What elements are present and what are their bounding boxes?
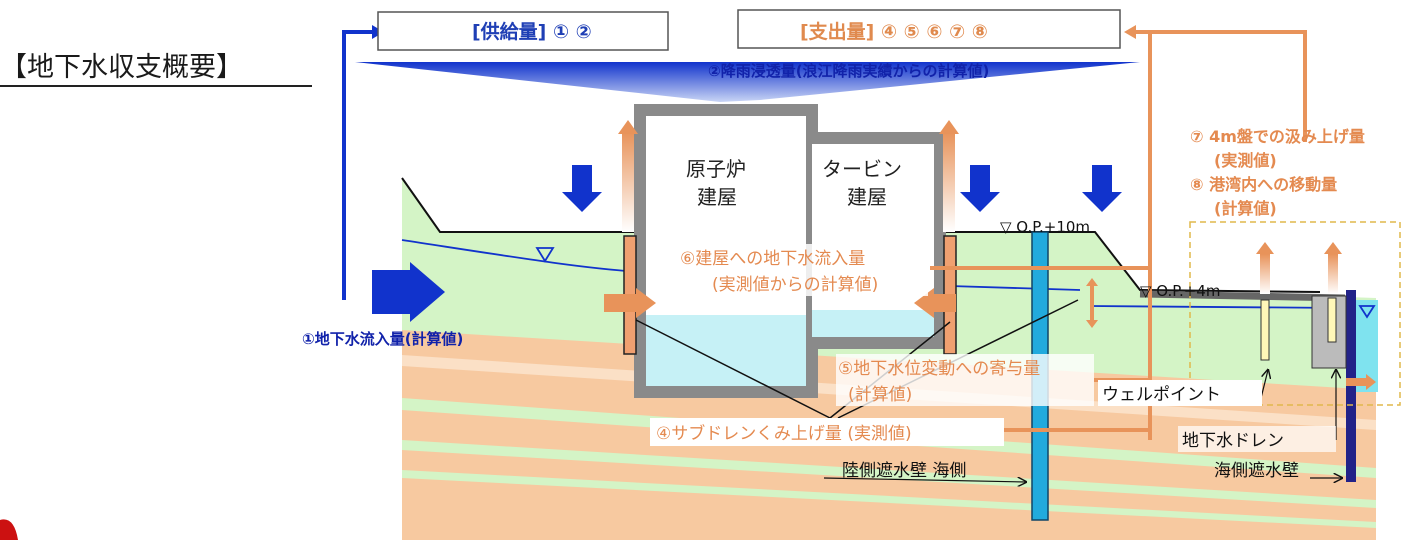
reactor-water [646,315,806,386]
harbor-label-2: (計算値) [1214,199,1277,218]
page-title: 【地下水収支概要】 [0,52,243,83]
water-table-line [401,239,1346,309]
4m-area-outline [1189,221,1401,406]
groundwater-drain-label: 地下水ドレン [1182,431,1284,451]
reactor-label-2: 建屋 [697,185,737,209]
exit-arrow-wellpoint-shaft [1260,254,1270,294]
reactor-label-1: 原子炉 [686,157,746,181]
soil-layer-green-2 [402,440,1376,508]
inflow-arrow [372,262,445,322]
turbine-label-1: タービン [822,157,902,181]
expenditure-box-label: [支出量] ④ ⑤ ⑥ ⑦ ⑧ [800,20,988,43]
harbor-label-1: ⑧ 港湾内への移動量 [1190,175,1337,194]
supply-box-label: [供給量] ① ② [472,20,592,43]
pumpup-label-2: (実測値) [1214,151,1277,170]
wellpoint-label-bg [1098,380,1262,406]
supply-connector [342,30,374,300]
level-change-arrow [1086,278,1098,328]
exit-arrow-right-head [939,120,959,134]
turbine-label-2: 建屋 [847,185,887,209]
building-inflow-label-bg [664,244,928,296]
expenditure-connector-head [1124,25,1136,39]
subdrain-label-bg [650,418,1004,446]
turbine-water [812,310,934,337]
exit-arrow-right-shaft [943,132,955,232]
land-wall-label: 陸側遮水壁 海側 [842,461,966,481]
rain-arrow-2 [960,165,1000,212]
rain-arrow-1 [562,165,602,212]
surface-line [401,177,1321,293]
rainfall-wedge [355,62,1140,102]
groundwater-drain-pipe [1327,297,1337,343]
surface-line-4m [1139,290,1346,302]
exit-arrow-left-head [618,120,638,134]
wellpoint-pipe [1260,299,1270,361]
op10-label: ▽ O.P.+10m [1000,218,1090,236]
bldg-inflow-arrow-left [604,288,656,318]
exit-arrow-drain-head [1324,242,1342,254]
subdrain-label: ④サブドレンくみ上げ量 (実測値) [656,423,912,444]
building-inflow-label-1: ⑥建屋への地下水流入量 [680,249,865,269]
water-table-marker [535,247,555,263]
soil-layer-green-3 [402,470,1376,528]
building-inflow-label-2: (実測値からの計算値) [712,275,878,295]
wellpoint-label: ウェルポイント [1102,385,1221,405]
level-change-label-bg [836,354,1094,406]
sea-level-marker [1358,305,1376,319]
level-change-label-1: ⑤地下水位変動への寄与量 [838,359,1040,379]
supply-box [377,11,669,51]
expenditure-connector-harbor [1150,30,1307,142]
sea-water [1356,300,1378,392]
expenditure-box [737,9,1121,49]
pumpup-label-1: ⑦ 4m盤での汲み上げ量 [1190,127,1365,146]
exit-arrow-left-shaft [622,132,634,232]
rainfall-label: ②降雨浸透量(浪江降雨実績からの計算値) [708,62,989,80]
exit-arrow-drain-shaft [1328,254,1338,294]
inflow-label: ①地下水流入量(計算値) [302,330,463,348]
rain-arrow-3 [1082,165,1122,212]
sea-wall-label: 海側遮水壁 [1214,461,1299,481]
harbor-arrow [1346,374,1376,390]
land-wall-pointer [823,478,1026,482]
op4-label: ▽ O.P.+4m [1140,282,1220,300]
exit-arrow-wellpoint-head [1256,242,1274,254]
level-change-label-2: (計算値) [848,385,912,405]
logo-fragment [0,519,18,540]
groundwater-drain-label-bg [1178,426,1336,452]
